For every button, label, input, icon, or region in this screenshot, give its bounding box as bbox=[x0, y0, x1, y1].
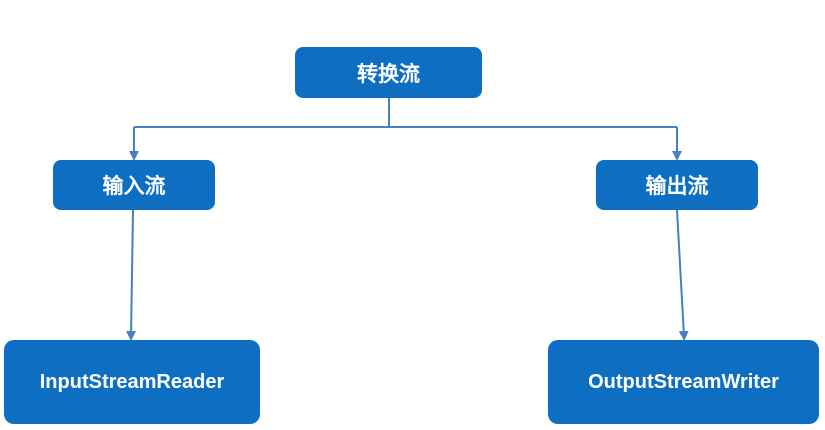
node-input-stream-reader: InputStreamReader bbox=[4, 340, 260, 424]
node-output-stream-writer: OutputStreamWriter bbox=[548, 340, 819, 424]
edge-output-to-writer bbox=[676, 209, 689, 341]
edge-input-to-reader bbox=[126, 209, 137, 341]
node-conversion-stream: 转换流 bbox=[295, 47, 482, 98]
node-output-stream: 输出流 bbox=[596, 160, 758, 210]
node-input-stream: 输入流 bbox=[53, 160, 215, 210]
